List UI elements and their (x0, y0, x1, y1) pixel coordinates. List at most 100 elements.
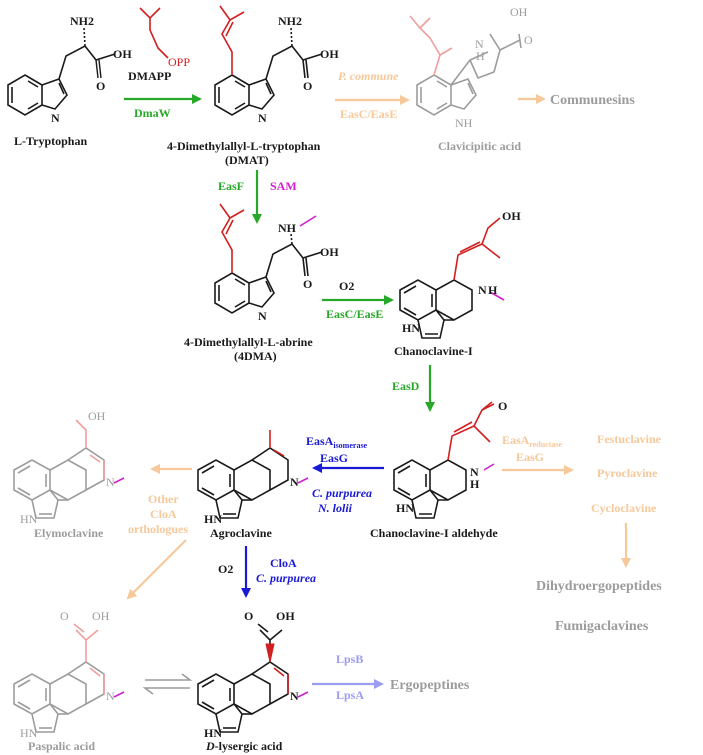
clavicipitic-o: O (524, 33, 533, 47)
isomerase-subscript: isomerase (333, 441, 367, 450)
chanoclavine-h: H (488, 283, 498, 297)
lysergic-oh: OH (276, 609, 295, 623)
dma-oh: OH (320, 245, 339, 259)
dmat-label-line2: (DMAT) (225, 153, 269, 167)
chanoclavine-aldehyde-label: Chanoclavine-I aldehyde (370, 526, 498, 540)
chanoclavine-label: Chanoclavine-I (394, 344, 473, 358)
lysergic-label: D-lysergic acid (205, 739, 283, 753)
c-purpurea-label: C. purpurea (312, 486, 372, 500)
agroclavine-hn: HN (204, 512, 222, 526)
dma-label-line1: 4-Dimethylallyl-L-abrine (184, 335, 313, 349)
dmapp-label: DMAPP (128, 69, 171, 83)
p-commune-label: P. commune (338, 69, 399, 83)
tryptophan-o: O (96, 79, 105, 93)
cycloclavine-label: Cycloclavine (591, 501, 657, 515)
dma-n: N (258, 309, 267, 323)
lysergic-hn: HN (204, 726, 222, 740)
easf-label: EasF (218, 179, 244, 193)
tryptophan-nh2: NH2 (70, 14, 94, 28)
chanoclavine-hn: HN (402, 321, 420, 335)
other-cloa-line3: orthologues (128, 522, 188, 536)
dmat-nh2: NH2 (278, 14, 302, 28)
chanoclavine-aldehyde-h: H (470, 477, 480, 491)
easa-reductase-label: EasAreductase (502, 433, 563, 449)
elymoclavine-hn: HN (20, 512, 38, 526)
chanoclavine-aldehyde-o: O (498, 399, 507, 413)
agroclavine-label: Agroclavine (210, 526, 272, 540)
lysergic-o: O (244, 609, 253, 623)
lysergic-rest: -lysergic acid (215, 739, 283, 753)
easa-red-text: EasA (502, 433, 530, 447)
dma-nh: NH (278, 221, 297, 235)
chanoclavine-aldehyde-hn: HN (396, 501, 414, 515)
chanoclavine-nh: N (478, 283, 487, 297)
agroclavine-n: N (290, 475, 299, 489)
tryptophan-n: N (51, 111, 60, 125)
pyroclavine-label: Pyroclavine (597, 466, 658, 480)
dihydroergopeptides-label: Dihydroergopeptides (536, 579, 662, 594)
chanoclavine-oh: OH (502, 209, 521, 223)
elymoclavine-n: N (106, 475, 115, 489)
paspalic-n: N (106, 689, 115, 703)
easa-text: EasA (306, 434, 334, 448)
paspalic-structure (13, 623, 125, 733)
lysergic-d-prefix: D (205, 739, 215, 753)
arrow-paspalic (126, 539, 187, 600)
n-lolii-label: N. lolii (317, 501, 353, 515)
lpsb-label: LpsB (336, 652, 363, 666)
clavicipitic-structure (409, 15, 522, 116)
easg-red-label: EasG (516, 450, 544, 464)
dmapp-structure (139, 7, 169, 59)
c-purpurea-b-label: C. purpurea (256, 571, 316, 585)
ergopeptines-label: Ergopeptines (390, 678, 470, 693)
elymoclavine-oh: OH (88, 409, 106, 423)
tryptophan-structure (7, 27, 116, 116)
dmat-structure (214, 5, 323, 116)
reductase-subscript: reductase (529, 440, 562, 449)
communesins-label: Communesins (550, 93, 635, 108)
chanoclavine-aldehyde-structure (393, 401, 495, 519)
easd-label: EasD (392, 379, 420, 393)
paspalic-o: O (60, 609, 69, 623)
elymoclavine-structure (13, 419, 125, 519)
elymoclavine-label: Elymoclavine (34, 526, 104, 540)
easc-ease-label: EasC/EasE (326, 307, 383, 321)
easg-label: EasG (320, 451, 348, 465)
dmat-label-line1: 4-Dimethylallyl-L-tryptophan (167, 139, 321, 153)
tryptophan-label: L-Tryptophan (14, 134, 87, 148)
clavicipitic-h: H (476, 49, 485, 63)
chanoclavine-aldehyde-n: N (470, 465, 479, 479)
dma-label-line2: (4DMA) (234, 349, 277, 363)
clavicipitic-nh: NH (455, 116, 473, 130)
dmat-oh: OH (320, 47, 339, 61)
paspalic-hn: HN (20, 726, 38, 740)
other-cloa-line2: CloA (150, 507, 177, 521)
chanoclavine-structure (399, 217, 505, 339)
paspalic-oh: OH (92, 609, 110, 623)
tryptophan-oh: OH (113, 47, 132, 61)
equilibrium-arrows (142, 673, 193, 695)
dma-o: O (303, 277, 312, 291)
fumigaclavines-label: Fumigaclavines (555, 619, 649, 634)
clavicipitic-n: N (475, 37, 484, 51)
festuclavine-label: Festuclavine (597, 432, 662, 446)
dmaw-label: DmaW (134, 106, 171, 120)
lysergic-structure (197, 623, 309, 733)
o2-b-label: O2 (218, 562, 233, 576)
dmat-n: N (258, 111, 267, 125)
dma-structure (214, 203, 323, 314)
lysergic-n: N (290, 689, 299, 703)
easa-isomerase-label: EasAisomerase (306, 434, 368, 450)
paspalic-label: Paspalic acid (28, 739, 95, 753)
agroclavine-structure (197, 430, 309, 519)
lpsa-label: LpsA (336, 688, 364, 702)
cloa-label: CloA (270, 556, 297, 570)
sam-label: SAM (270, 179, 297, 193)
dmapp-opp: OPP (168, 55, 190, 69)
o2-label: O2 (339, 279, 354, 293)
easc-ease-faded-label: EasC/EasE (340, 107, 397, 121)
clavicipitic-oh: OH (510, 5, 528, 19)
dmat-o: O (303, 79, 312, 93)
other-cloa-line1: Other (148, 492, 179, 506)
